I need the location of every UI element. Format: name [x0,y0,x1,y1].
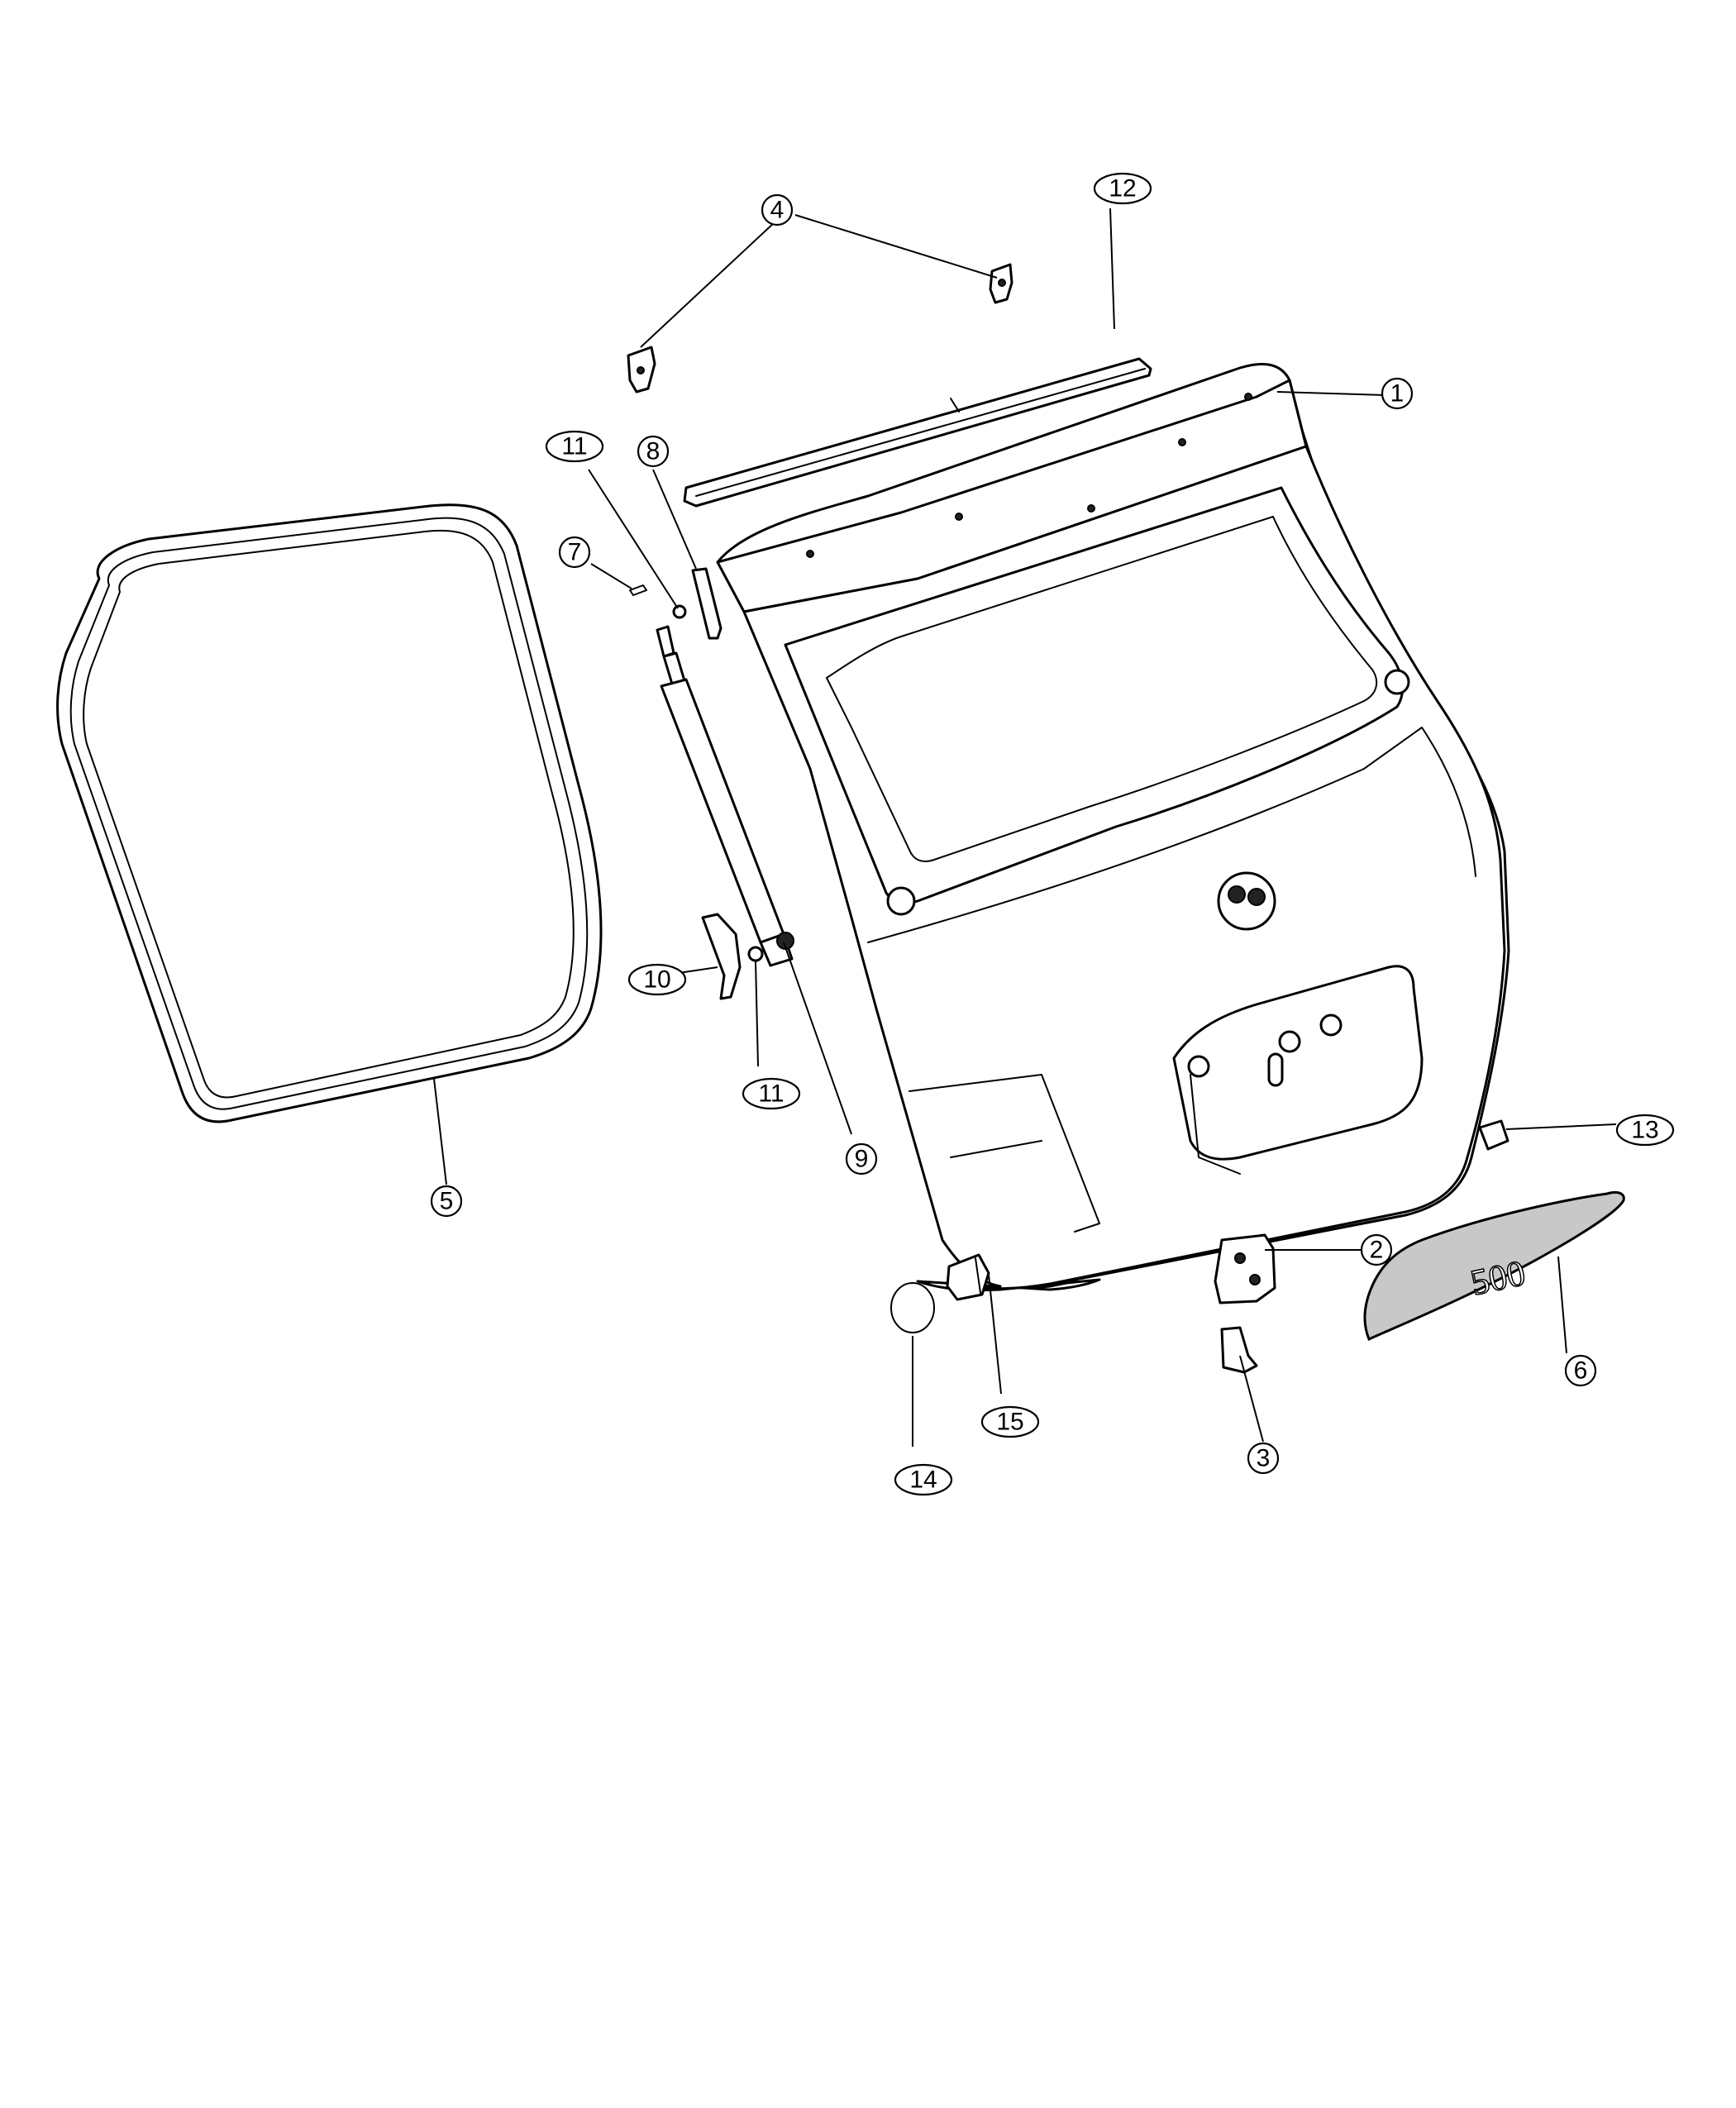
callout-label: 7 [568,539,582,566]
callout-6: 6 [1564,1354,1597,1387]
gas-strut [656,625,794,967]
callout-label: 3 [1257,1445,1271,1472]
callout-label: 14 [909,1467,937,1494]
retainer-nut [1478,1119,1509,1151]
callout-12: 12 [1093,172,1152,205]
callout-10: 10 [627,963,687,996]
callout-8: 8 [637,435,670,468]
hinge-right [989,263,1013,304]
callout-2: 2 [1360,1233,1393,1266]
callout-label: 8 [646,438,661,465]
callout-label: 4 [770,197,785,224]
callout-label: 11 [561,433,587,460]
callout-label: 1 [1390,380,1405,408]
lower-ball-stud [747,946,764,962]
callout-4: 4 [761,193,794,227]
callout-11-upper: 11 [545,430,604,463]
callout-label: 12 [1109,175,1136,203]
liftgate-handle: 500 [1363,1190,1625,1342]
bumper-stop [946,1253,990,1301]
callout-label: 5 [440,1188,454,1215]
callout-label: 15 [996,1409,1023,1436]
plug [890,1282,935,1333]
upper-moulding [683,357,1152,508]
upper-ball-stud [672,604,687,619]
clip [629,584,647,596]
latch-release [1220,1326,1258,1374]
weatherstrip-seal [56,503,603,1123]
callout-label: 10 [643,966,670,994]
leader-lines [433,207,1617,1447]
callout-label: 2 [1370,1237,1384,1264]
callout-1: 1 [1381,377,1414,410]
lower-strut-bracket [701,913,742,1000]
callout-13: 13 [1615,1114,1675,1147]
upper-strut-bracket [691,567,723,640]
callout-label: 11 [758,1080,784,1108]
callout-7: 7 [558,536,591,569]
callout-label: 9 [855,1146,869,1173]
callout-9: 9 [845,1142,878,1176]
callout-5: 5 [430,1185,463,1218]
hinge-left [627,346,656,393]
callout-label: 6 [1574,1357,1588,1385]
callout-14: 14 [894,1463,953,1496]
liftgate-panel [716,362,1510,1292]
callout-3: 3 [1247,1442,1280,1475]
liftgate-latch [1214,1233,1276,1304]
callout-11-lower: 11 [742,1077,801,1110]
callout-15: 15 [980,1405,1040,1438]
callout-label: 13 [1631,1117,1658,1144]
